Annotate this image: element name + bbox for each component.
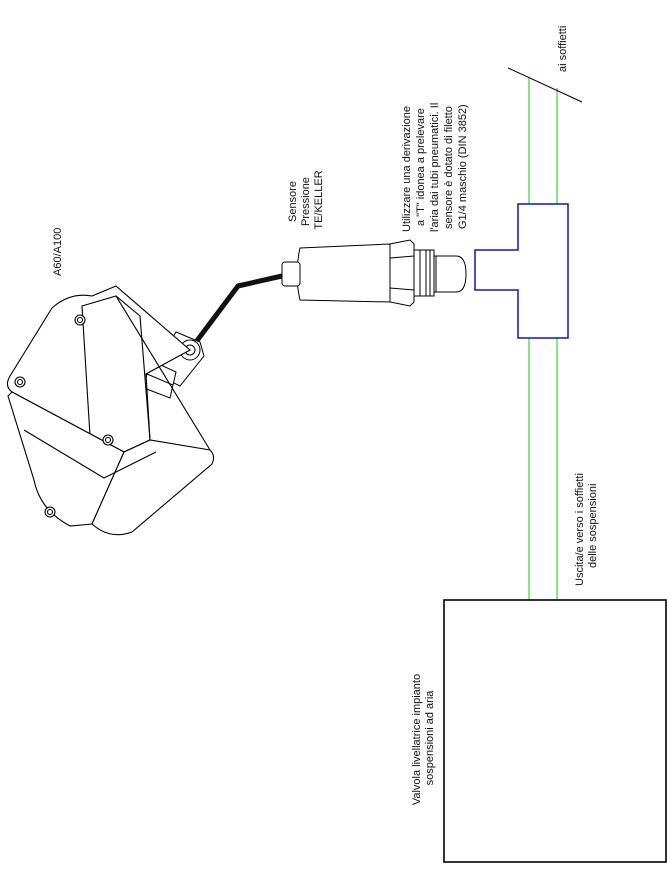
sensor-cable (188, 273, 283, 352)
box-lid-seam (115, 295, 211, 451)
sensor-hex-nut (389, 239, 415, 307)
label-outlet: Uscita/e verso i soffietti delle sospens… (574, 470, 599, 586)
label-instructions: Utilizzare una derivazione a "T" idonea … (401, 100, 469, 232)
label-sensor-line-2: Pressione (300, 177, 312, 226)
label-instructions-line-2: a "T" idonea a prelevare (415, 108, 427, 226)
label-sensor: Sensore Pressione TE/KELLER (287, 170, 325, 229)
label-sensor-line-3: TE/KELLER (313, 170, 325, 229)
label-instructions-line-4: sensore è dotato di filetto (443, 106, 455, 229)
label-sensor-line-1: Sensore (287, 181, 299, 222)
box-screw-3-inner (104, 436, 112, 444)
box-screw-1-inner (76, 316, 84, 324)
label-valve-line-2: sospensioni ad aria (424, 690, 436, 786)
sensor-back-cap (281, 261, 301, 287)
label-outlet-line-2: delle sospensioni (587, 484, 599, 568)
tee-fitting (474, 203, 569, 339)
label-device: A60/A100 (52, 228, 64, 276)
leveling-valve-box (443, 599, 667, 863)
junction-box (6, 285, 215, 536)
box-screw-4-inner (46, 508, 54, 516)
label-instructions-line-5: G1/4 maschio (DIN 3852) (457, 104, 469, 229)
sensor-tip (431, 255, 467, 293)
sensor-hex-line-2 (389, 287, 415, 291)
label-outlet-line-1: Uscita/e verso i soffietti (574, 473, 586, 586)
label-to-bellows: ai soffietti (557, 26, 569, 72)
pressure-sensor (281, 239, 467, 307)
sensor-body (296, 243, 391, 303)
sensor-thread (413, 249, 435, 297)
box-lid-seam-2 (23, 429, 157, 479)
pipe-break-line (507, 67, 583, 103)
label-instructions-line-1: Utilizzare una derivazione (401, 106, 413, 232)
pneumatic-pipes (528, 78, 558, 600)
box-front-face (91, 439, 215, 536)
sensor-hex-line-1 (389, 255, 415, 259)
box-screw-2-inner (16, 378, 24, 386)
label-valve-line-1: Valvola livellatrice impianto (411, 674, 423, 805)
label-valve: Valvola livellatrice impianto sospension… (411, 671, 436, 805)
label-instructions-line-3: l'aria dai tubi pneumatici. Il (429, 103, 441, 232)
